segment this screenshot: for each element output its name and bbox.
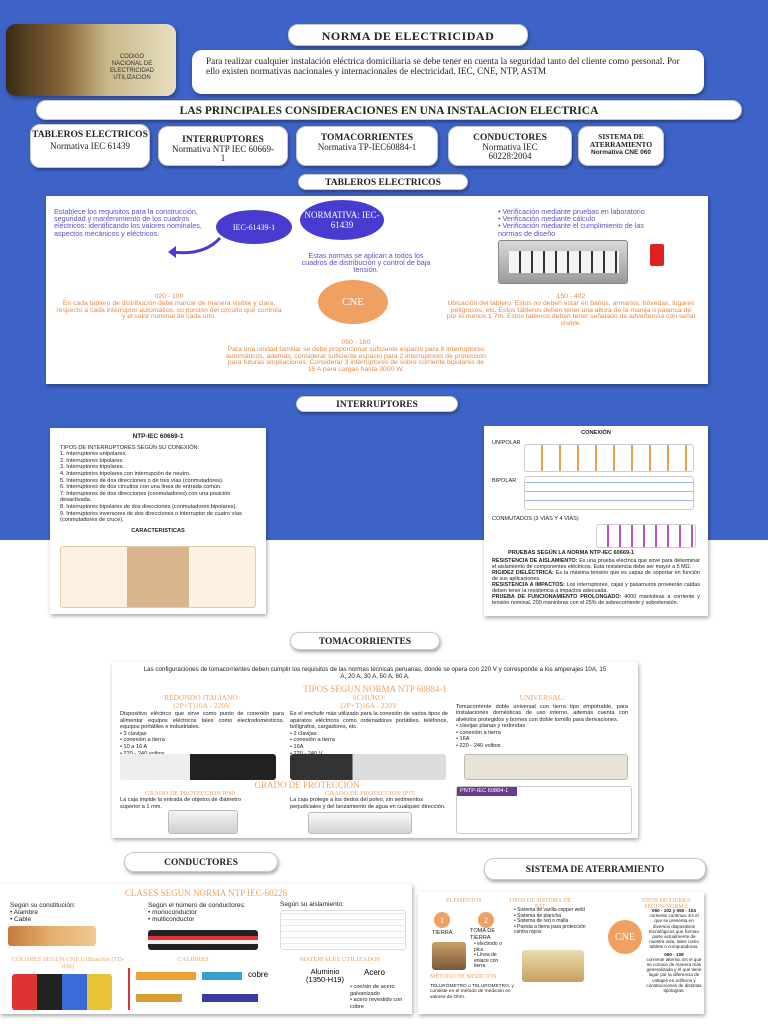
list-item: 4. Interruptores tripolares con interrup… [60,470,191,477]
list-item: 2. Interruptores bipolares. [60,457,124,464]
number-1-badge: 1 [434,912,450,928]
category-conductores: CONDUCTORES Normativa IEC 60228:2004 [448,126,572,166]
grounding-system-photo [522,950,584,982]
interruptores-left-card: NTP-IEC 60669-1 TIPOS DE INTERRUPTORES S… [50,428,266,614]
arrow-icon [168,236,222,258]
cable-photo [8,926,96,946]
switch-types-list: 1. Interruptores unipolares. 2. Interrup… [60,451,256,524]
tableros-heading: TABLEROS ELECTRICOS [298,174,468,190]
list-item: • Verificación mediante pruebas en labor… [498,207,645,216]
list-item: • Verificación mediante el cumplimiento … [498,221,644,238]
main-subtitle: LAS PRINCIPALES CONSIDERACIONES EN UNA I… [36,100,742,120]
cne-circle: CNE [608,920,642,954]
list-item: 7. Interruptores de dos direcciones (con… [60,490,231,504]
tableros-left-text: Establece los requisitos para la constru… [54,207,202,238]
tableros-card: Establece los requisitos para la constru… [46,196,708,384]
list-item: • Verificación mediante cálculo [498,214,596,224]
cne-circle: CNE [318,280,388,324]
category-aterramiento: SISTEMA DE ATERRAMIENTO Normativa CNE 06… [578,126,664,166]
pruebas-list: RESISTENCIA DE AISLAMIENTO: Es una prueb… [492,558,701,606]
switchboard-photo [498,240,628,284]
aterramiento-card: ELEMENTOS TIPOS DE SISTEMA DE PAT TIPOS … [418,892,704,1014]
universal-socket-photo [464,754,628,780]
warning-icon [650,244,664,266]
verification-list: • Verificación mediante pruebas en labor… [498,208,658,237]
bipolar-diagram [524,476,694,510]
multiconductor-photo [148,930,258,950]
category-interruptores: INTERRUPTORES Normativa NTP IEC 60669-1 [158,126,288,166]
interruptores-heading: INTERRUPTORES [296,396,458,412]
tableros-center-text: Estas normas se aplican a todos los cuad… [301,251,431,275]
characteristics-diagram [60,546,256,608]
conductores-heading: CONDUCTORES [124,852,278,872]
ntp-socket-diagram: PNTP-IEC 60884-1 [456,786,632,834]
intro-box: Para realizar cualquier instalación eléc… [192,50,704,94]
category-tableros: TABLEROS ELECTRICOS Normativa IEC 61439 [30,124,150,168]
list-item: 3. Interruptores tripolares. [60,464,125,471]
insulation-table [280,910,406,950]
list-item: 5. Interruptores de dos direcciones o de… [60,477,224,484]
list-item: 1. Interruptores unipolares. [60,451,127,458]
ip55-box-photo [308,812,412,834]
aterramiento-heading: SISTEMA DE ATERRAMIENTO [484,858,706,880]
tomacorrientes-heading: TOMACORRIENTES [290,632,440,650]
ip40-box-photo [168,810,238,834]
interruptores-right-card: CONEXIÓN UNIPOLAR BIPOLAR CONMUTADOS (3 … [484,426,708,616]
unipolar-diagram [524,444,694,472]
list-item: 6. Interruptores de dos circuitos con un… [60,484,222,491]
schuko-plug-photo [290,754,446,780]
page-title: NORMA DE ELECTRICIDAD [288,24,528,46]
colors-photo [12,974,112,1010]
iec-61439-1-circle: IEC-61439-1 [216,210,292,244]
category-tomacorrientes: TOMACORRIENTES Normativa TP-IEC60884-1 [296,126,438,166]
calibres-chart [128,968,260,1010]
conductores-card: CLASES SEGUN NORMA NTP IEC-60228 Según s… [0,884,412,1014]
normativa-circle: NORMATIVA: IEC-61439 [300,200,384,240]
conmutados-diagram [596,524,696,548]
italian-plug-photo [120,754,276,780]
list-item: 9. Interruptores inversores de dos direc… [60,510,242,524]
tomacorrientes-card: Las configuraciones de tomacorrientes de… [112,662,638,838]
number-2-badge: 2 [478,912,494,928]
list-item: 8. Interruptores bipolares de dos direcc… [60,503,237,510]
ground-rod-photo [432,942,466,970]
